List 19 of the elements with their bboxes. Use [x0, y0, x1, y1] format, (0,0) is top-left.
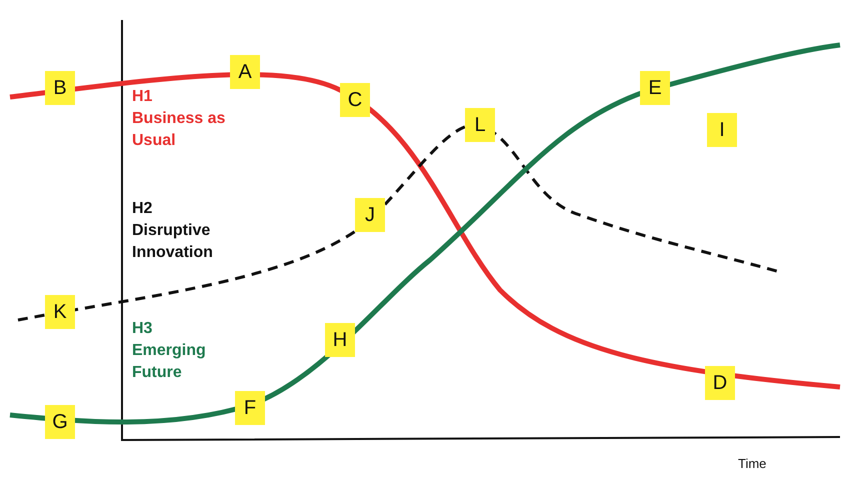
horizon-label: Business as Usual	[132, 109, 226, 151]
callout-letter: J	[355, 198, 385, 232]
callout-letter: D	[705, 366, 735, 400]
callout-letter: C	[340, 83, 370, 117]
callout-letter: A	[230, 55, 260, 89]
callout-letter: I	[707, 113, 737, 147]
horizon-label: H3	[132, 319, 154, 339]
callout-letter: E	[640, 71, 670, 105]
callout-letter: H	[325, 323, 355, 357]
callout-letter: K	[45, 295, 75, 329]
horizon-label: Disruptive Innovation	[132, 221, 214, 263]
axis-title: Time	[738, 456, 766, 471]
horizon-label: H1	[132, 87, 154, 107]
callout-letter: G	[45, 405, 75, 439]
horizon-label: Emerging Future	[132, 341, 207, 383]
callout-letter: F	[235, 391, 265, 425]
horizon-label: H2	[132, 199, 154, 219]
callout-letter: L	[465, 108, 495, 142]
callout-letter: B	[45, 71, 75, 105]
